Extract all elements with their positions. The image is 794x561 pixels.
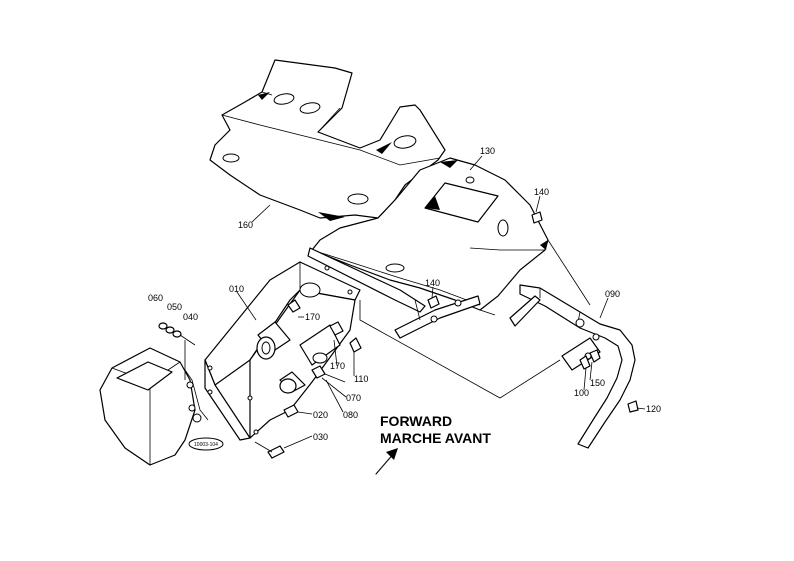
assembly-lines xyxy=(359,239,591,399)
direction-label-marche-avant: MARCHE AVANT xyxy=(380,430,491,446)
floor-plate-160 xyxy=(209,59,446,221)
callout-110: 110 xyxy=(354,374,368,384)
part-stamp-oval xyxy=(188,437,224,451)
callout-140-lower: 140 xyxy=(425,278,440,288)
callout-100: 100 xyxy=(574,388,589,398)
callout-130: 130 xyxy=(480,146,495,156)
bracket-assembly-010 xyxy=(204,261,361,441)
frame-bar-090 xyxy=(509,284,636,449)
callouts: 130 140 160 140 090 010 060 050 040 170 … xyxy=(148,146,661,442)
callout-160: 160 xyxy=(238,220,253,230)
callout-140-upper: 140 xyxy=(534,187,549,197)
forward-direction: FORWARD MARCHE AVANT xyxy=(375,413,491,475)
callout-040: 040 xyxy=(183,312,198,322)
callout-020: 020 xyxy=(313,410,328,420)
callout-010: 010 xyxy=(229,284,244,294)
callout-090: 090 xyxy=(605,289,620,299)
callout-170-upper: 170 xyxy=(305,312,320,322)
forward-arrowhead xyxy=(386,448,398,460)
callout-120: 120 xyxy=(646,404,661,414)
callout-070: 070 xyxy=(346,393,361,403)
callout-170-lower: 170 xyxy=(330,361,345,371)
hardware xyxy=(158,211,639,459)
floor-plate-130 xyxy=(307,157,549,339)
callout-150: 150 xyxy=(590,378,605,388)
direction-label-forward: FORWARD xyxy=(380,413,452,429)
callout-080: 080 xyxy=(343,410,358,420)
leader-lines xyxy=(236,155,646,449)
control-box: 10003-104 xyxy=(99,347,224,466)
callout-050: 050 xyxy=(167,302,182,312)
part-stamp-text: 10003-104 xyxy=(194,442,218,448)
callout-060: 060 xyxy=(148,293,163,303)
callout-030: 030 xyxy=(313,432,328,442)
